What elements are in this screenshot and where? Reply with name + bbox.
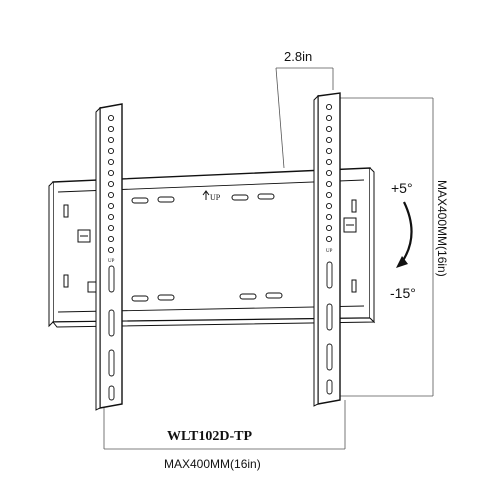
tilt-up-label: +5° xyxy=(391,180,413,196)
vertical-dim-label: MAX400MM(16in) xyxy=(435,180,449,277)
wall-plate-slots xyxy=(63,193,357,302)
up-arrow-icon xyxy=(202,190,210,200)
model-label: WLT102D-TP xyxy=(167,429,253,444)
tilt-down-label: -15° xyxy=(390,285,416,301)
depth-label: 2.8in xyxy=(284,49,312,64)
tilt-arrow-head-icon xyxy=(396,256,408,268)
left-arm-up-label: UP xyxy=(108,259,115,264)
horizontal-dim-label: MAX400MM(16in) xyxy=(164,457,261,471)
wall-plate xyxy=(48,167,376,328)
left-pull-cord-knob xyxy=(87,281,97,293)
depth-dimension-left-tick xyxy=(275,67,285,169)
side-hardware xyxy=(77,217,357,293)
right-arm-up-label: UP xyxy=(326,249,333,254)
tilt-arc xyxy=(396,201,413,268)
dimension-lines xyxy=(103,67,434,450)
wall-plate-up-label: UP xyxy=(210,193,221,202)
right-arm-holes xyxy=(325,103,333,395)
right-vertical-arm xyxy=(313,92,341,407)
left-vertical-arm xyxy=(95,103,123,411)
tilt-arc-line xyxy=(401,201,413,263)
wall-plate-up-marker: UP xyxy=(202,190,221,202)
left-arm-holes xyxy=(107,114,115,401)
